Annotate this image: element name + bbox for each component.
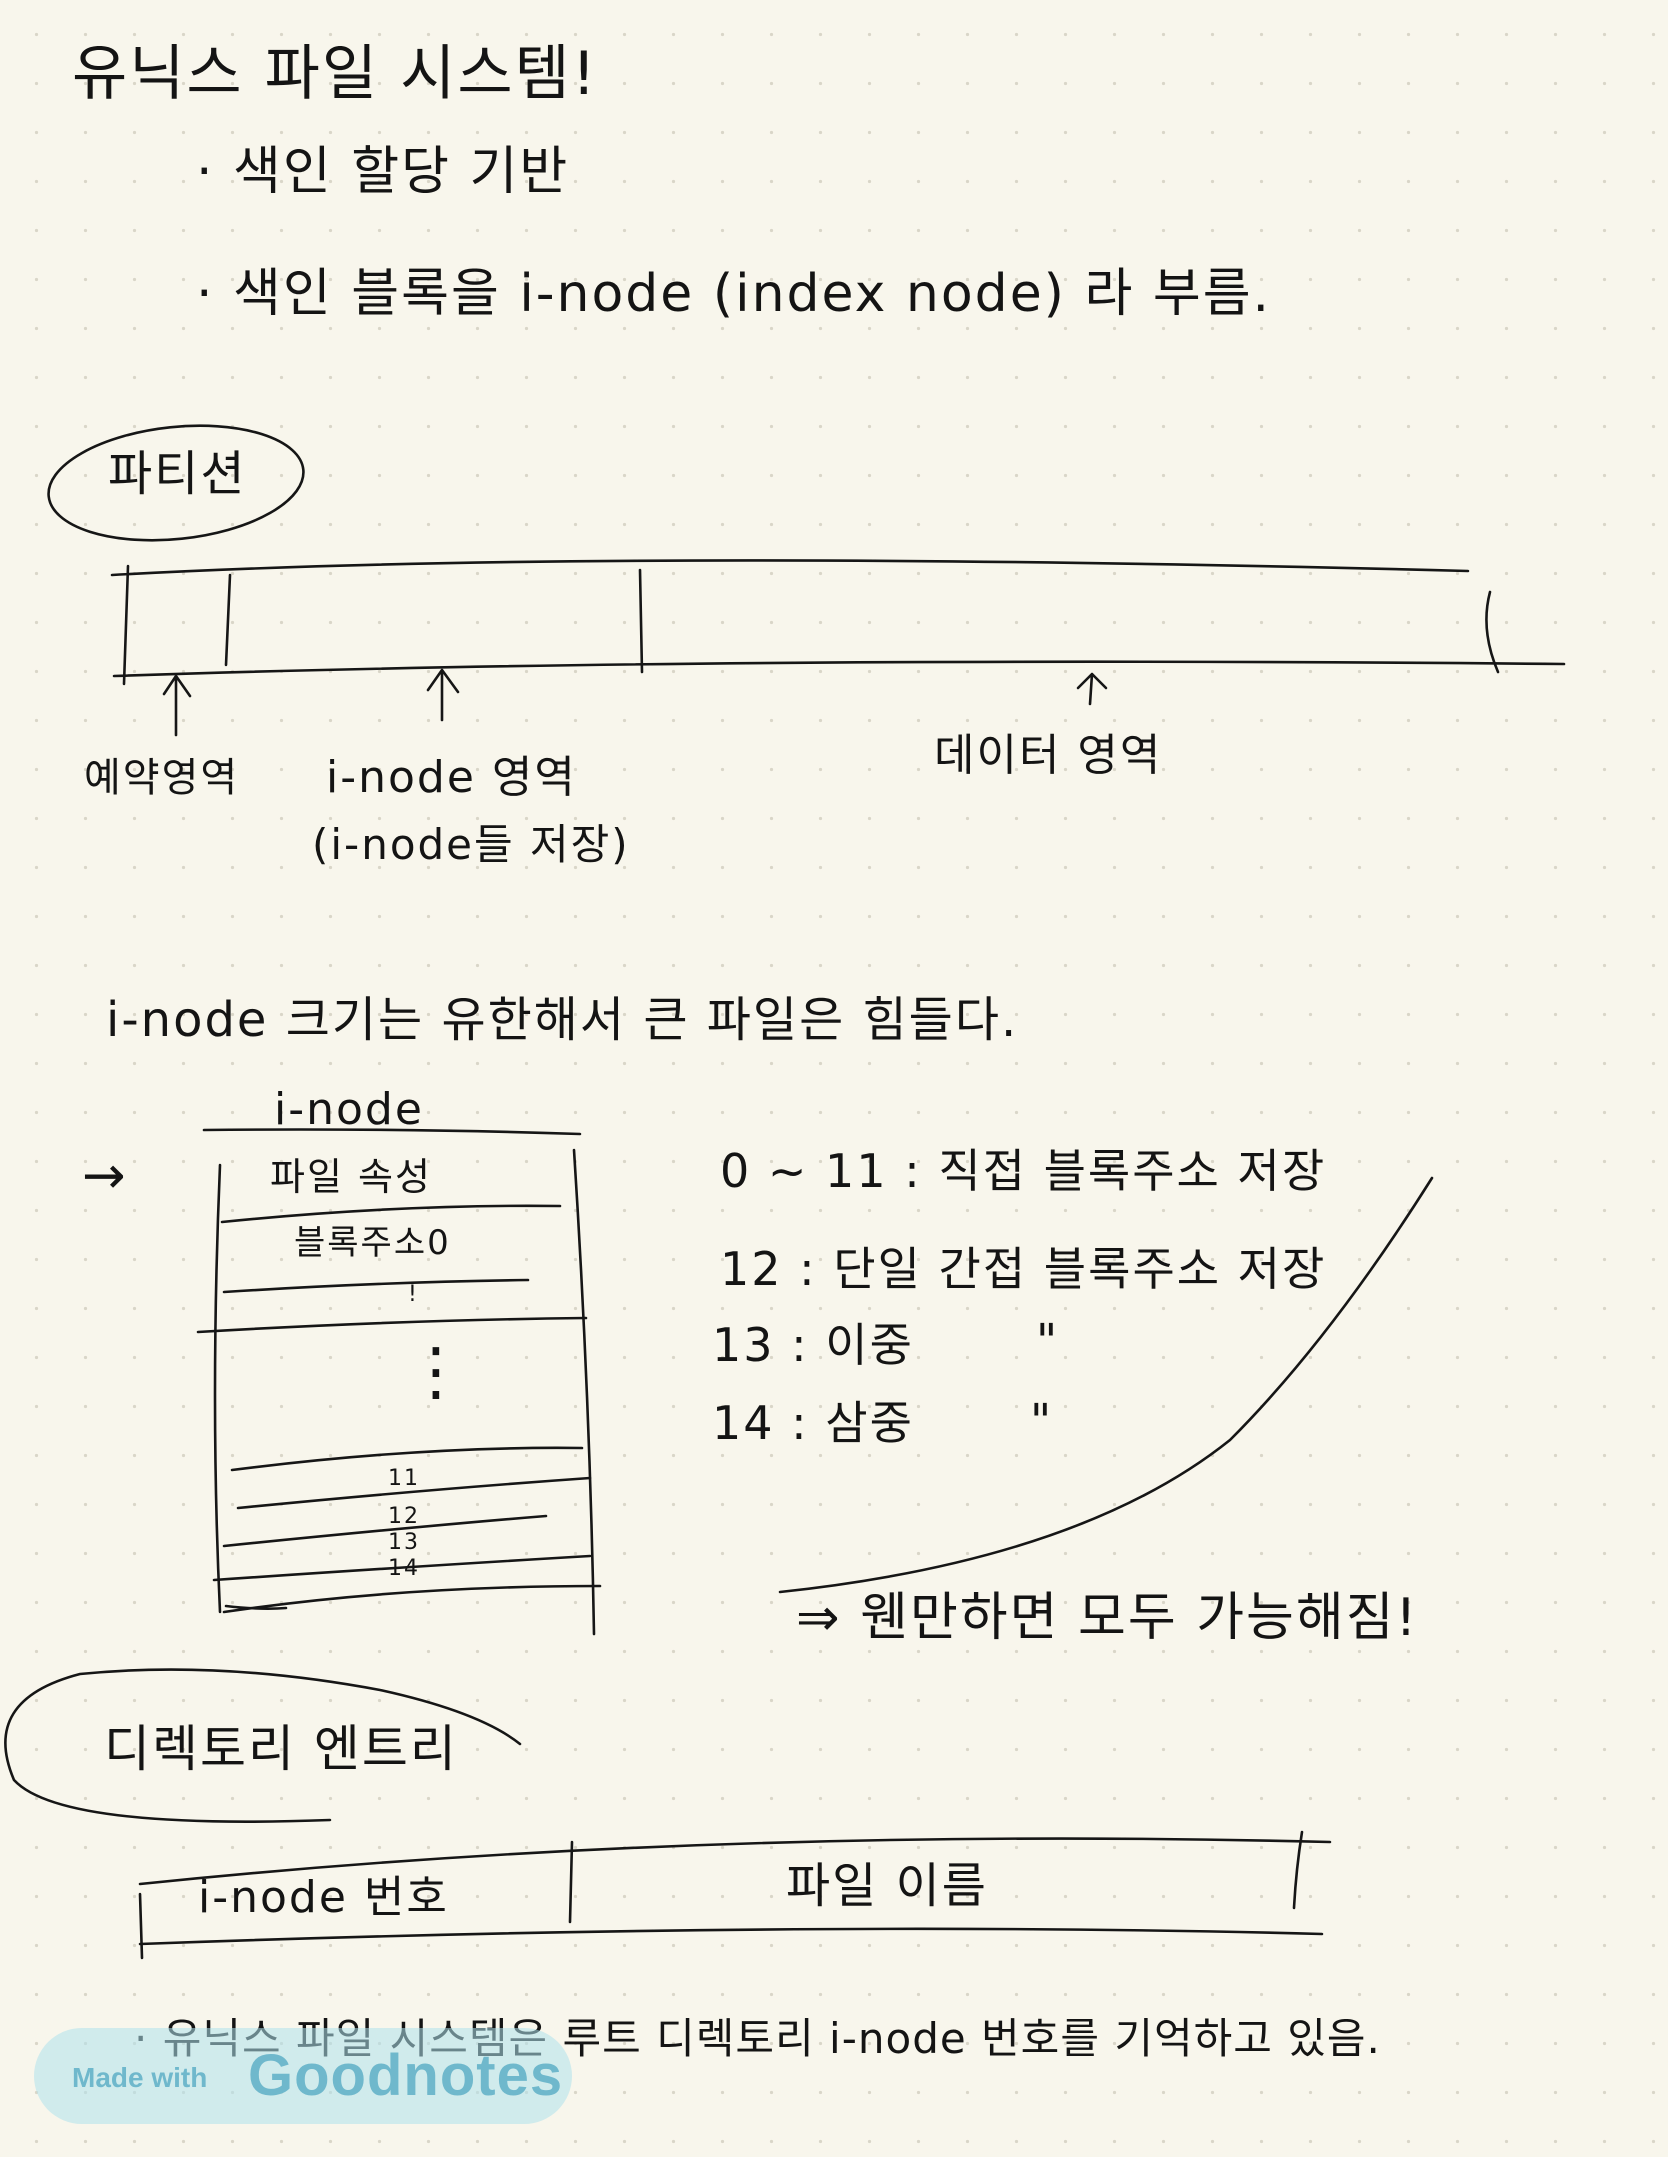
row-ellipsis: ⋮ [404,1335,470,1409]
ditto-mark-double: " [1036,1314,1060,1368]
ditto-mark-triple: " [1030,1394,1054,1448]
conclusion: ⇒ 웬만하면 모두 가능해짐! [796,1588,1419,1648]
entry-column-inode-number: i-node 번호 [198,1872,449,1923]
bullet-index-block: · 색인 블록을 i-node (index node) 라 부름. [196,264,1272,324]
row-12: 12 [388,1504,420,1529]
desc-double-indirect: 13 : 이중 [712,1318,914,1372]
entry-bar-bottom [138,1927,1324,1946]
partition-divider-1 [122,564,130,686]
row-block-address-1: ! [408,1282,419,1307]
entry-column-file-name: 파일 이름 [786,1858,988,1914]
row-file-attributes: 파일 속성 [270,1155,432,1199]
partition-bar-bottom [112,660,1566,678]
label-reserved-area: 예약영역 [84,755,240,801]
desc-direct-blocks: 0 ~ 11 : 직접 블록주소 저장 [720,1144,1327,1198]
directory-entry-label: 디렉토리 엔트리 [104,1720,458,1778]
entry-divider-3 [1292,1830,1304,1910]
partition-divider-3 [638,568,644,674]
label-inode-area: i-node 영역 [326,752,577,803]
arrow-reserved [162,674,192,737]
label-data-area: 데이터 영역 [934,730,1163,781]
pointer-arrow-icon: → [82,1146,128,1206]
partition-label: 파티션 [108,446,247,502]
partition-bar-top [110,559,1470,577]
row-13: 13 [388,1530,420,1555]
row-14: 14 [388,1556,420,1581]
goodnotes-watermark: Made with Goodnotes [34,2028,572,2124]
arrow-data-area [1076,672,1108,706]
inode-table-frame [196,1128,602,1636]
row-block-address-0: 블록주소0 [294,1223,451,1263]
partition-divider-2 [224,573,232,667]
page-title: 유닉스 파일 시스템! [72,39,598,109]
row-11: 11 [388,1466,420,1491]
partition-divider-4 [1485,590,1500,674]
watermark-brand: Goodnotes [248,2043,564,2108]
entry-divider-1 [138,1892,144,1960]
inode-table-title: i-node [274,1084,424,1135]
label-inode-area-note: (i-node들 저장) [312,820,630,869]
partition-oval [47,424,305,542]
entry-bar-top [138,1837,1332,1886]
entry-divider-2 [568,1840,574,1924]
arrow-inode-area [426,668,460,722]
watermark-prefix: Made with [72,2062,208,2093]
directory-entry-oval [4,1668,522,1823]
desc-triple-indirect: 14 : 삼중 [712,1396,914,1450]
desc-single-indirect: 12 : 단일 간접 블록주소 저장 [720,1242,1327,1296]
bullet-indexed-allocation: · 색인 할당 기반 [196,142,570,202]
inode-limit-note: i-node 크기는 유한해서 큰 파일은 힘들다. [106,992,1019,1048]
bracket-curve [778,1176,1434,1594]
